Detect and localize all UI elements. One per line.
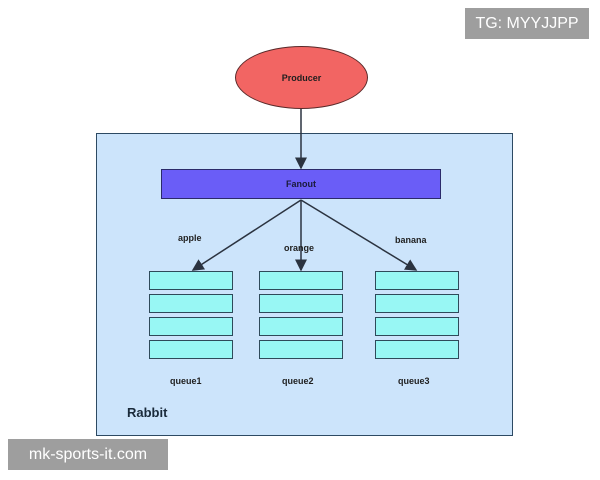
- route-label-apple: apple: [178, 233, 202, 243]
- queue-slot: [149, 317, 233, 336]
- queue3-stack: [375, 271, 459, 363]
- queue-slot: [149, 271, 233, 290]
- fanout-exchange: Fanout: [161, 169, 441, 199]
- queue1-stack: [149, 271, 233, 363]
- route-label-orange: orange: [284, 243, 315, 253]
- queue-slot: [375, 271, 459, 290]
- queue1-label: queue1: [170, 376, 202, 386]
- broker-label: Rabbit: [127, 405, 168, 420]
- queue-slot: [259, 294, 343, 313]
- queue2-stack: [259, 271, 343, 363]
- producer-node: Producer: [235, 46, 368, 109]
- route-label-banana: banana: [395, 235, 427, 245]
- queue-slot: [149, 294, 233, 313]
- queue-slot: [149, 340, 233, 359]
- queue3-label: queue3: [398, 376, 430, 386]
- exchange-label: Fanout: [286, 179, 316, 189]
- exchange-to-queue1-arrow: [191, 199, 302, 271]
- exchange-to-queue3-arrow: [300, 199, 418, 271]
- queue2-label: queue2: [282, 376, 314, 386]
- queue-slot: [375, 294, 459, 313]
- queue-slot: [259, 340, 343, 359]
- queue-slot: [375, 340, 459, 359]
- watermark-site: mk-sports-it.com: [8, 439, 168, 470]
- queue-slot: [259, 271, 343, 290]
- queue-slot: [259, 317, 343, 336]
- queue-slot: [375, 317, 459, 336]
- watermark-telegram: TG: MYYJJPP: [465, 8, 589, 39]
- producer-label: Producer: [281, 72, 322, 83]
